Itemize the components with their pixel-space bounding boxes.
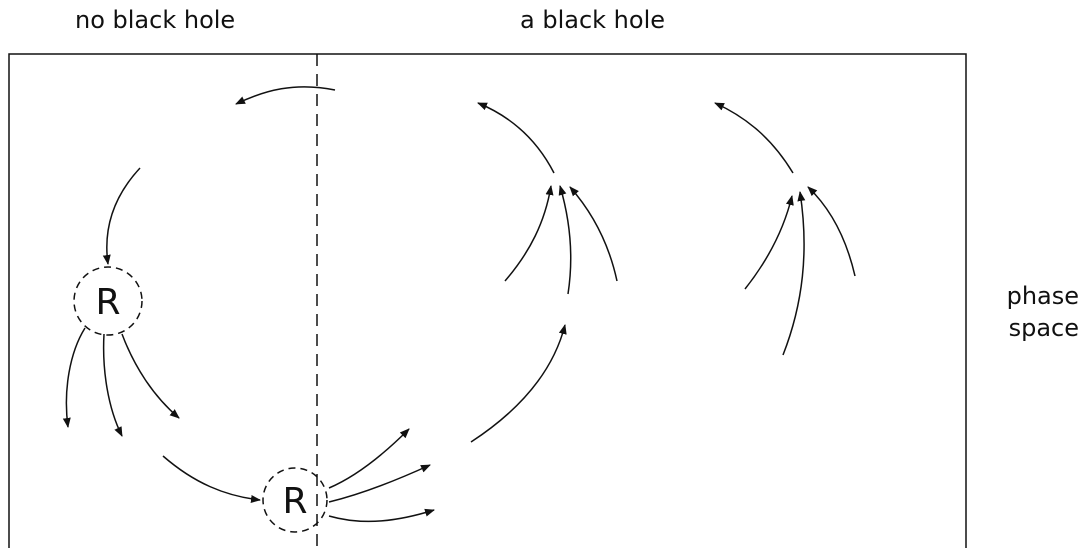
region-r-top: R — [73, 266, 143, 336]
phase-space-label: phase space — [1007, 280, 1079, 344]
flow-arrow-group1-top — [477, 102, 555, 174]
flow-arrow-top-arc — [235, 86, 336, 105]
flow-arrow-into-r — [102, 167, 141, 265]
flow-arrow-out-2 — [328, 464, 431, 503]
flow-arrow-spread-2 — [102, 333, 123, 437]
region-r-bottom: R — [262, 467, 328, 533]
phase-space-label-line2: space — [1008, 314, 1079, 342]
phase-space-boundary — [8, 53, 967, 548]
flow-arrow-group1-b — [558, 185, 572, 295]
flow-arrow-group1-c — [569, 186, 618, 282]
flow-arrow-out-3 — [328, 508, 435, 523]
flow-arrow-group2-a — [744, 195, 794, 290]
flow-arrow-rise — [470, 324, 567, 443]
phase-space-label-line1: phase — [1006, 282, 1079, 310]
flow-arrow-spread-1 — [62, 327, 86, 428]
no-black-hole-label: no black hole — [75, 6, 236, 34]
region-r-top-letter: R — [95, 282, 120, 323]
flow-arrow-group2-top — [714, 102, 794, 174]
black-hole-label: a black hole — [520, 6, 665, 34]
flow-arrow-group2-b — [782, 191, 806, 356]
flow-arrow-to-r-bottom — [162, 455, 261, 503]
flow-arrow-spread-3 — [121, 333, 180, 419]
region-r-bottom-letter: R — [282, 481, 307, 522]
flow-arrow-out-1 — [328, 428, 410, 489]
flow-arrow-group2-c — [807, 186, 856, 277]
flow-arrow-group1-a — [504, 185, 554, 282]
